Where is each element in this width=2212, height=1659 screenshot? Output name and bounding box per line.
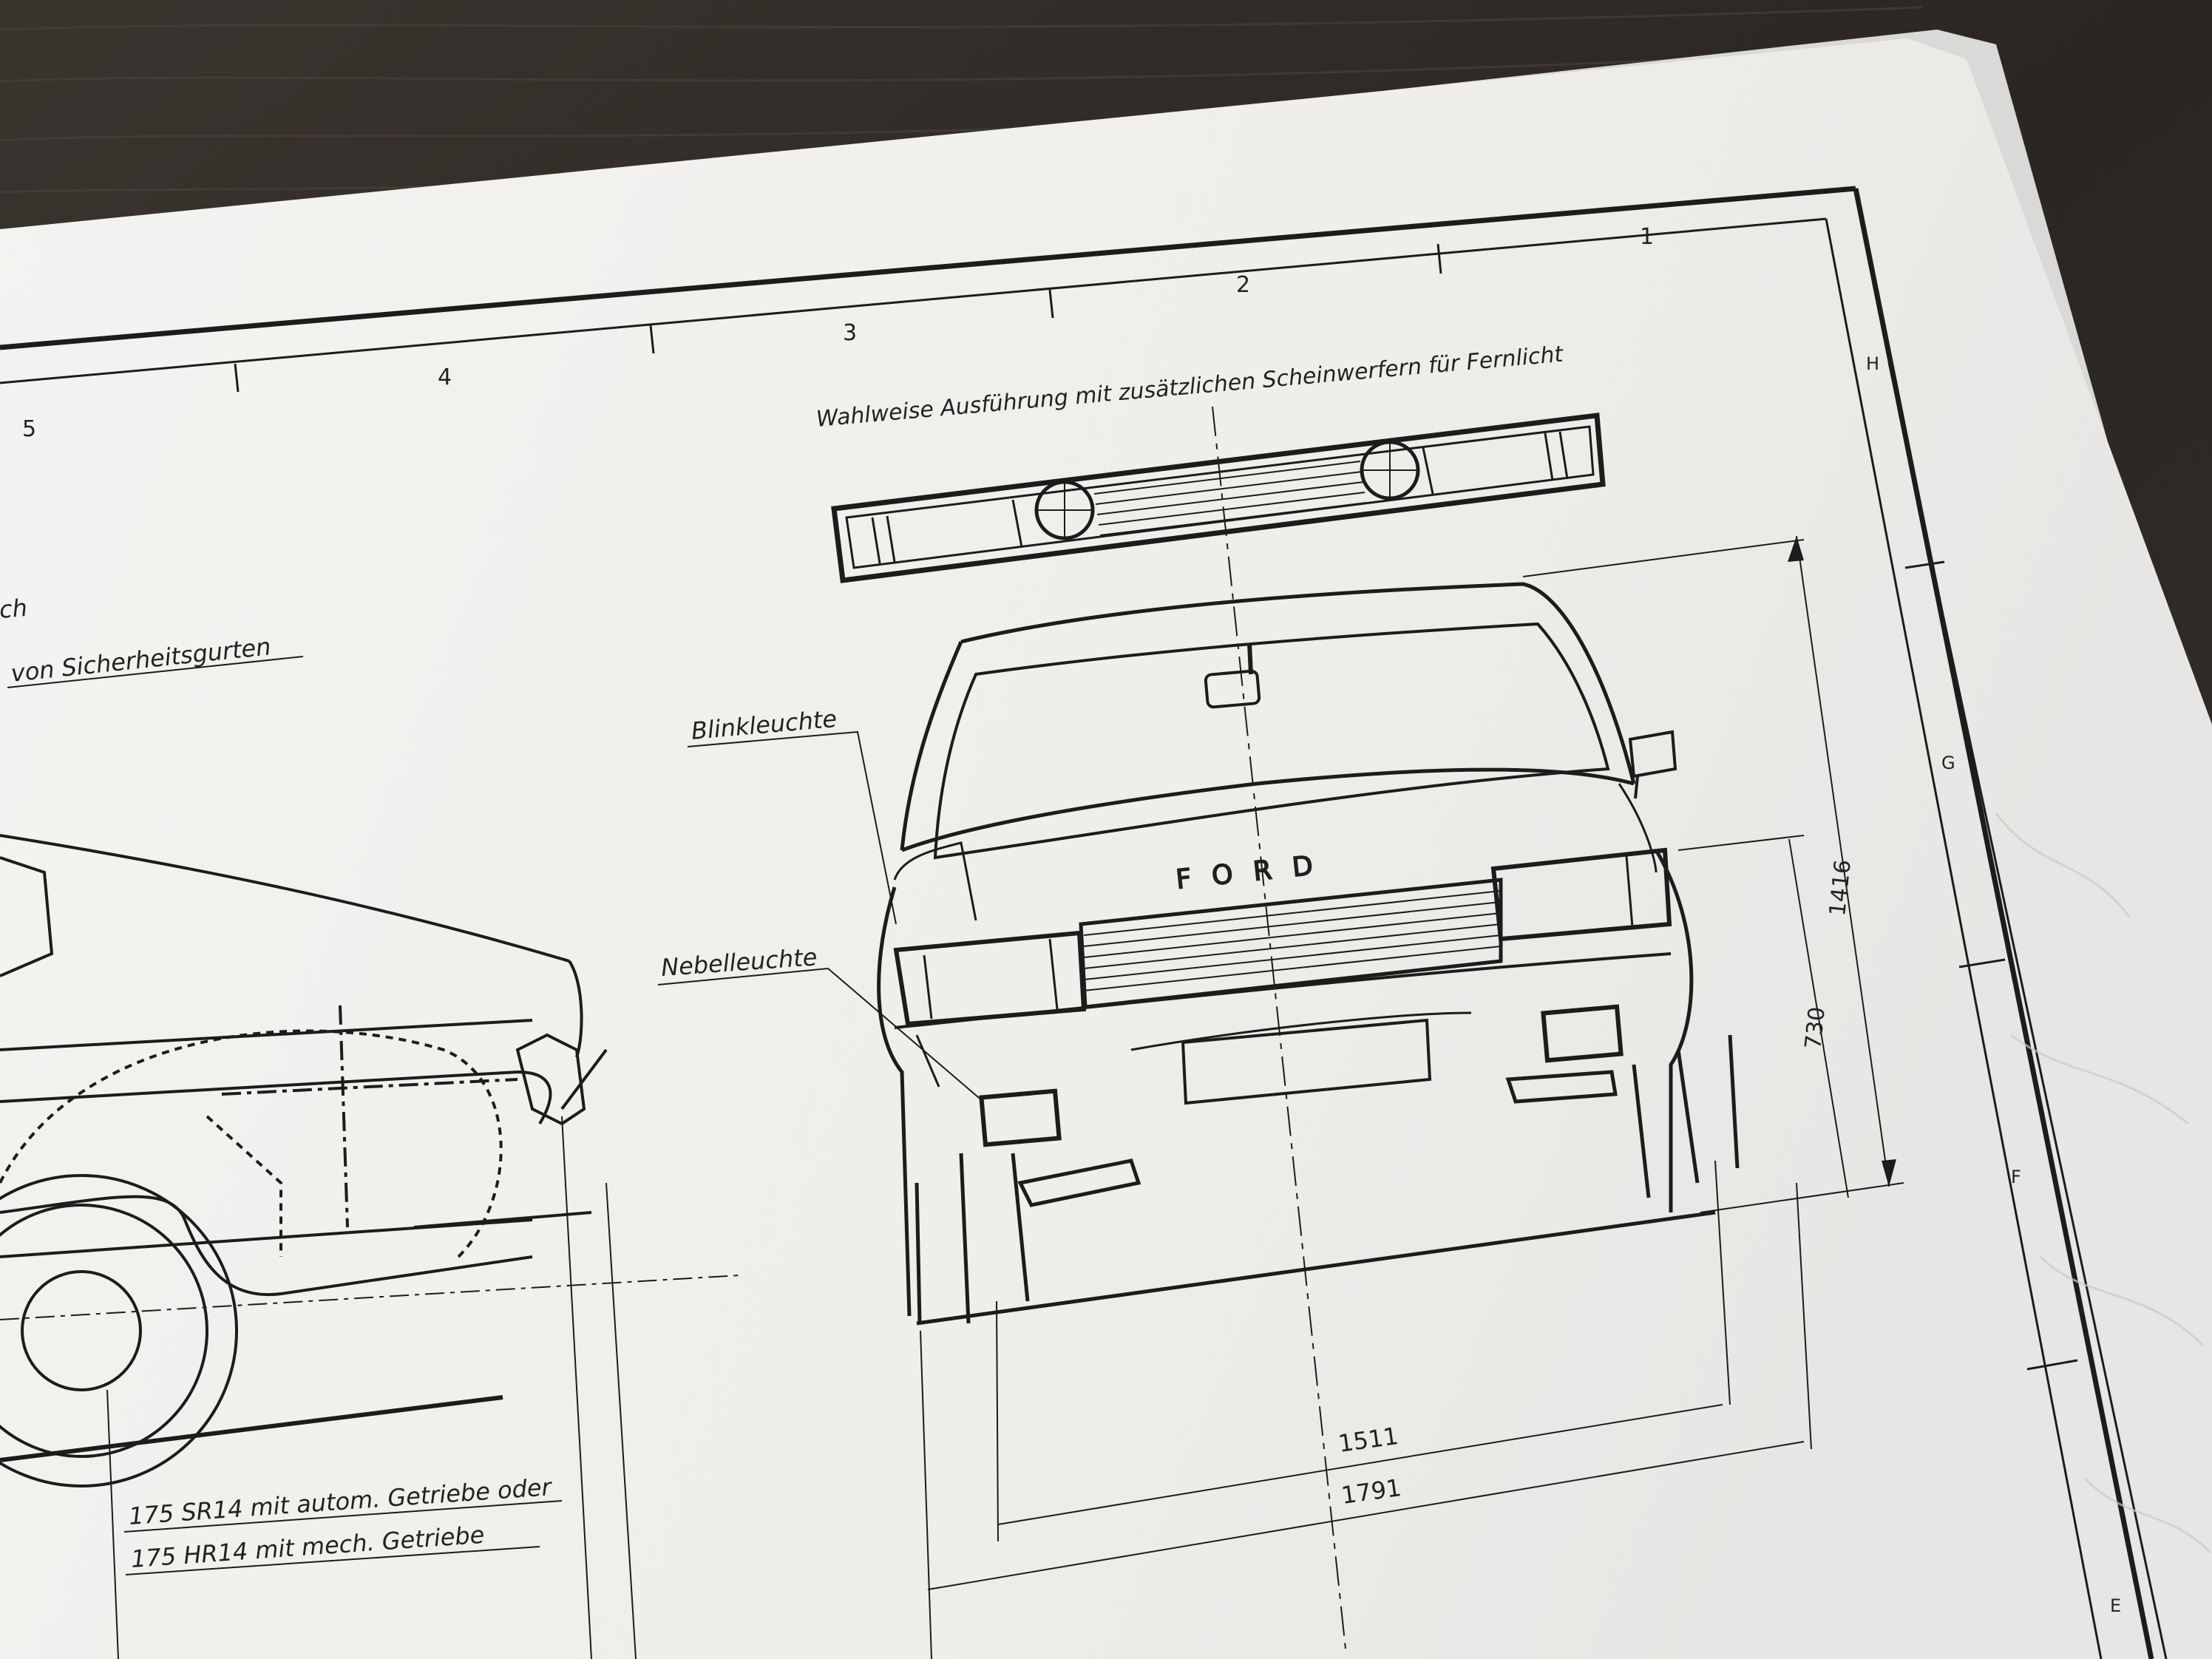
side-view-leader-lines <box>106 1116 637 1659</box>
zone-col-5: 5 <box>22 416 36 442</box>
overall-height-value: 1416 <box>1825 858 1856 917</box>
paper-sheet <box>0 38 2212 1659</box>
zone-row-E: E <box>2110 1595 2121 1616</box>
fog-light-leader <box>657 967 984 1102</box>
headlight-height-value: 730 <box>1800 1005 1831 1051</box>
zone-column-dividers <box>234 243 1442 393</box>
zone-row-F: F <box>2011 1167 2021 1187</box>
tire-note-2-underline <box>125 1546 540 1575</box>
belt-note-underline <box>7 656 304 688</box>
side-view-car <box>0 834 740 1487</box>
zone-col-4: 4 <box>438 364 452 390</box>
paper-crinkles <box>1995 812 2212 1554</box>
zone-row-H: H <box>1866 353 1879 374</box>
front-view-car <box>877 406 1740 1649</box>
note-fragment: ch <box>0 594 28 624</box>
dimension-lines <box>920 535 1904 1659</box>
zone-col-2: 2 <box>1236 272 1250 298</box>
zone-col-1: 1 <box>1640 224 1654 250</box>
zone-band-right <box>1887 362 2168 1659</box>
optional-grille-drawing <box>831 413 1606 583</box>
zone-band-line <box>0 217 1827 384</box>
zone-col-3: 3 <box>843 320 857 346</box>
zone-row-dividers <box>1904 560 2078 1371</box>
tire-note-1-underline <box>123 1500 563 1533</box>
inner-frame-right <box>1825 218 2103 1659</box>
turn-signal-leader <box>687 730 897 925</box>
dimension-arrows <box>1788 536 1896 1187</box>
zone-row-G: G <box>1941 753 1955 773</box>
